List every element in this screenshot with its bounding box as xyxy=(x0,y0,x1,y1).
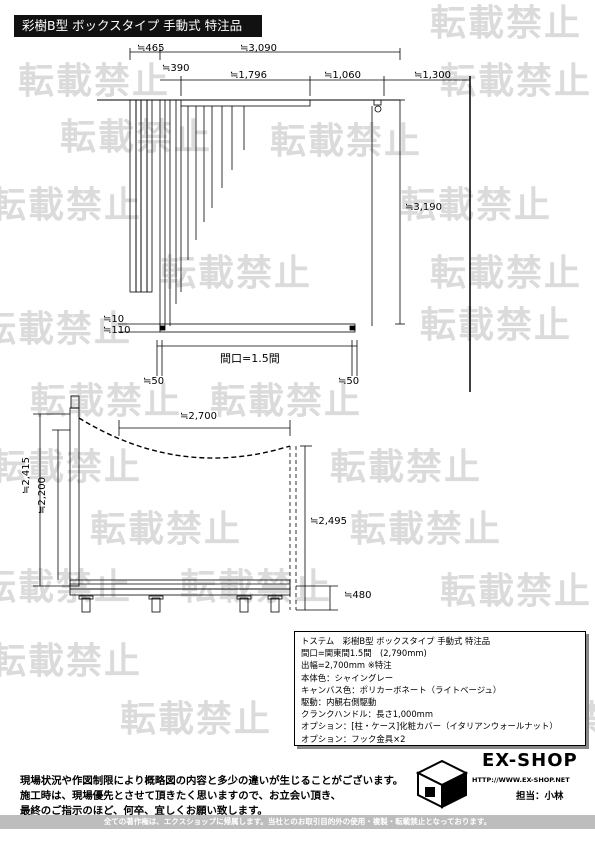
spec-line: 駆動：内観右側駆動 xyxy=(301,697,377,708)
dim-2700: ≒2,700 xyxy=(180,411,218,422)
dim-2200: ≒2,200 xyxy=(37,476,49,515)
dim-50-left: ≒50 xyxy=(143,376,165,387)
dim-50-right: ≒50 xyxy=(338,376,360,387)
dim-1060: ≒1,060 xyxy=(324,70,362,81)
spec-box: トステム 彩樹B型 ボックスタイプ 手動式 特注品 間口=関東間1.5間 (2,… xyxy=(294,631,586,746)
dim-2415: ≒2,415 xyxy=(21,456,33,495)
footer: 全ての著作権は、エクスショップに帰属します。当社とのお取引目的外の使用・複製・転… xyxy=(0,815,595,829)
dim-3090: ≒3,090 xyxy=(240,43,278,54)
spec-line: クランクハンドル：長さ1,000mm xyxy=(301,709,433,720)
side-view xyxy=(33,395,338,613)
spec-line: 間口=関東間1.5間 (2,790mm) xyxy=(301,648,427,659)
notice-line: 現場状況や作図制限により概略図の内容と多少の違いが生じることがございます。 xyxy=(20,775,404,787)
dim-465: ≒465 xyxy=(137,43,165,54)
notice: 現場状況や作図制限により概略図の内容と多少の違いが生じることがございます。 施工… xyxy=(20,774,404,819)
spec-line: トステム 彩樹B型 ボックスタイプ 手動式 特注品 xyxy=(301,636,491,646)
brand-url: HTTP://WWW.EX-SHOP.NET xyxy=(472,776,570,784)
dim-2495: ≒2,495 xyxy=(310,516,348,527)
dim-390: ≒390 xyxy=(162,63,190,74)
dim-3190: ≒3,190 xyxy=(405,202,443,213)
notice-line: 施工時は、現場優先とさせて頂きたく思いますので、お立会い頂き、 xyxy=(20,790,341,802)
dim-10: ≒10 xyxy=(103,314,125,325)
dim-1300: ≒1,300 xyxy=(414,70,452,81)
dim-480: ≒480 xyxy=(344,590,372,601)
brand-name: EX-SHOP xyxy=(482,750,578,771)
ex-shop-logo-icon xyxy=(416,759,468,809)
spec-line: オプション：[柱・ケース]化粧カバー（イタリアンウォールナット） xyxy=(301,721,558,732)
dim-110: ≒110 xyxy=(103,325,131,336)
drawing-title: 彩樹B型 ボックスタイプ 手動式 特注品 xyxy=(14,15,262,37)
contact-person: 担当：小林 xyxy=(516,791,564,802)
spec-line: キャンバス色：ポリカーボネート（ライトベージュ） xyxy=(301,684,502,695)
spec-line: オプション：フック金具×2 xyxy=(301,733,406,744)
dim-1796: ≒1,796 xyxy=(230,70,268,81)
spec-line: 本体色：シャイングレー xyxy=(301,672,394,683)
plan-view xyxy=(97,48,471,392)
notice-line: 最終のご指示のほど、何卒、宜しくお願い致します。 xyxy=(20,805,268,817)
frontage-label: 間口=1.5間 xyxy=(220,352,280,365)
spec-line: 出幅=2,700mm ※特注 xyxy=(301,660,392,671)
footer-text: 全ての著作権は、エクスショップに帰属します。当社とのお取引目的外の使用・複製・転… xyxy=(103,817,492,826)
